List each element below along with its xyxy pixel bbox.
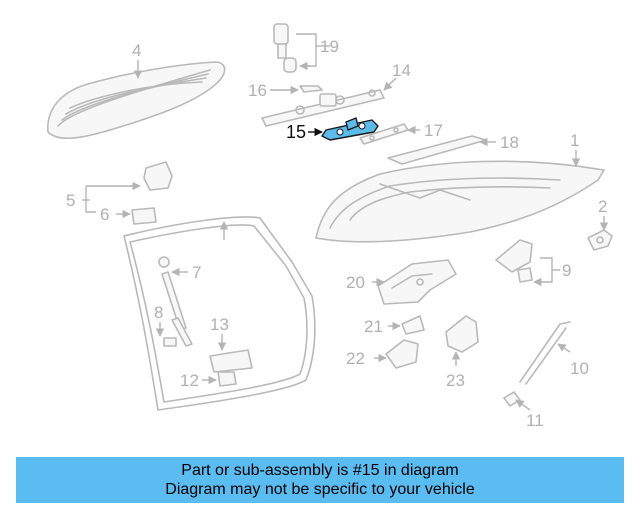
callout-18: 18 (500, 133, 519, 152)
switch-13-part (209, 349, 253, 373)
spoiler-part (47, 61, 226, 140)
weatherstrip-seal (123, 216, 316, 411)
clip-11-part (503, 391, 521, 407)
hinge-5-part (143, 161, 173, 191)
parts-diagram: 4 19 16 14 15 17 18 (47, 23, 613, 430)
lock-assembly-20-part (377, 259, 457, 305)
back-door-glass-part (315, 160, 605, 243)
callout-16: 16 (248, 81, 267, 100)
callout-13: 13 (210, 315, 229, 334)
callout-2: 2 (598, 197, 607, 216)
callout-20: 20 (346, 273, 365, 292)
callout-12: 12 (180, 371, 199, 390)
callout-21: 21 (364, 317, 383, 336)
trim-strip-18-part (387, 135, 487, 165)
callout-8: 8 (154, 303, 163, 322)
actuator-21-part (401, 315, 425, 335)
rod-10-part (519, 321, 571, 385)
callout-22: 22 (346, 349, 365, 368)
garnish-bar-part (261, 89, 385, 127)
hinge-9-part (495, 239, 533, 283)
lock-22-part (385, 339, 419, 369)
callout-9: 9 (562, 261, 571, 280)
callout-15: 15 (286, 122, 306, 142)
callout-19: 19 (320, 37, 339, 56)
banner-line-1: Part or sub-assembly is #15 in diagram (181, 462, 459, 479)
callout-7: 7 (192, 263, 201, 282)
cover-23-part (445, 315, 479, 353)
bracket-16-part (299, 85, 323, 93)
banner-line-2: Diagram may not be specific to your vehi… (165, 481, 475, 498)
callout-17: 17 (424, 121, 443, 140)
callout-11: 11 (526, 411, 544, 430)
handle-12-part (217, 371, 237, 387)
callout-14: 14 (392, 61, 411, 80)
info-banner: Part or sub-assembly is #15 in diagram D… (16, 457, 624, 503)
gas-strut-part (158, 256, 193, 347)
bracket-6-part (131, 207, 157, 225)
callout-23: 23 (446, 371, 465, 390)
ball-stud-8-part (163, 337, 177, 347)
callout-6: 6 (100, 205, 109, 224)
lock-cylinder-part (273, 23, 297, 73)
hinge-2-part (587, 229, 613, 251)
callout-1: 1 (570, 131, 579, 150)
callout-10: 10 (570, 359, 589, 378)
callout-4: 4 (132, 41, 141, 60)
callout-5: 5 (66, 191, 75, 210)
